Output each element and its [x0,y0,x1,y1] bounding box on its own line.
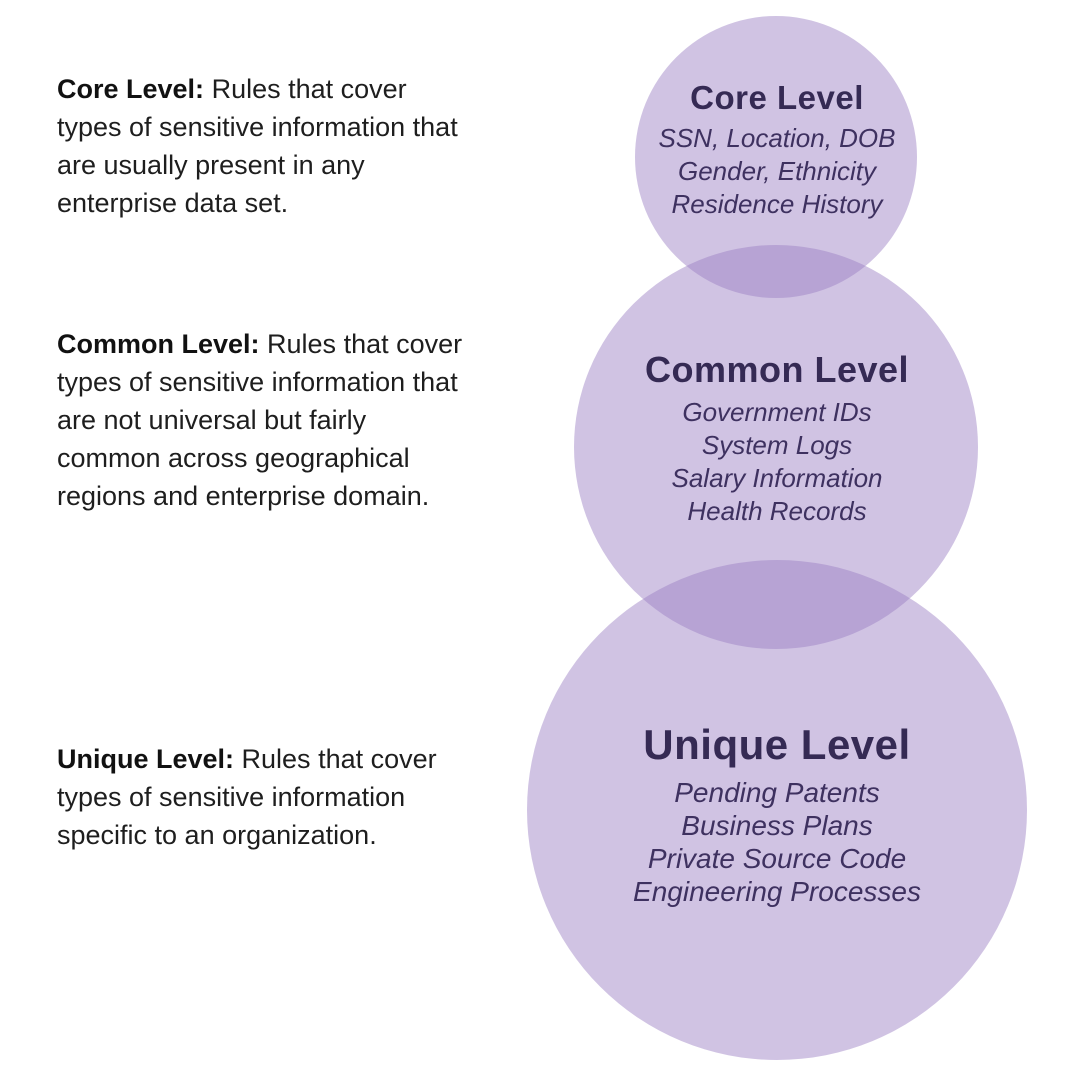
common-level-circle [574,245,978,649]
unique-level-item: Business Plans [681,810,873,841]
core-level-circle [635,16,917,298]
description-unique-text: Rules that cover types of sensitive info… [57,744,437,850]
description-unique-level: Unique Level: Rules that cover types of … [57,740,477,854]
core-level-label-group: Core Level SSN, Location, DOB Gender, Et… [659,78,896,221]
description-common-term: Common Level: [57,329,260,359]
description-core-term: Core Level: [57,74,205,104]
unique-level-title: Unique Level [643,721,911,768]
core-level-item: Gender, Ethnicity [678,156,876,186]
common-level-item: Government IDs [682,397,872,427]
core-level-title: Core Level [690,79,864,116]
unique-level-item: Pending Patents [674,777,880,808]
unique-level-item: Private Source Code [647,843,907,874]
common-level-item: Health Records [687,496,867,526]
description-common-text: Rules that cover types of sensitive info… [57,329,463,511]
description-core-text: Rules that cover types of sensitive info… [57,74,458,218]
common-level-item: Salary Information [671,463,883,493]
description-common-level: Common Level: Rules that cover types of … [57,325,477,515]
unique-level-label-group: Unique Level Pending Patents Business Pl… [633,720,921,908]
common-level-label-group: Common Level Government IDs System Logs … [645,348,909,528]
common-level-title: Common Level [644,349,910,390]
unique-level-circle [527,560,1027,1060]
description-core-level: Core Level: Rules that cover types of se… [57,70,477,222]
core-level-item: SSN, Location, DOB [658,123,896,153]
common-level-item: System Logs [701,430,853,460]
unique-level-item: Engineering Processes [633,876,921,907]
core-level-item: Residence History [671,189,883,219]
description-unique-term: Unique Level: [57,744,235,774]
